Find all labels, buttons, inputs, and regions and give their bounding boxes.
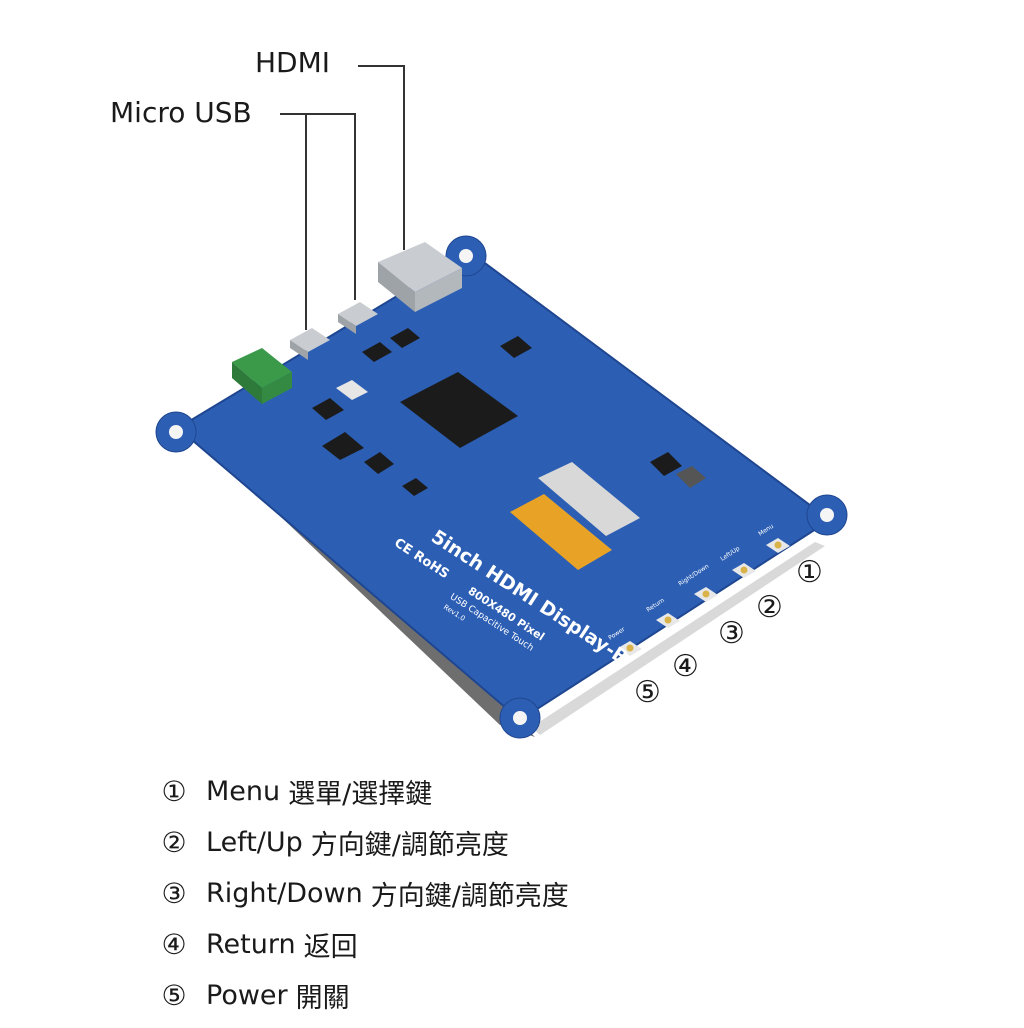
usb-leader-line-1 — [280, 113, 356, 300]
hole-left — [169, 425, 183, 439]
legend-number: ③ — [161, 877, 187, 910]
legend-number: ④ — [161, 928, 187, 961]
legend-description: 方向鍵/調節亮度 — [310, 830, 509, 861]
earphone-terminal — [232, 348, 292, 404]
marker-3: ③ — [718, 616, 745, 651]
button-menu — [766, 538, 790, 553]
button-right-down — [694, 587, 718, 602]
micro-usb-label: Micro USB — [110, 96, 252, 129]
hole-bottom — [513, 711, 527, 725]
legend-number: ① — [161, 775, 187, 808]
legend-item-menu: ① Menu 選單/選擇鍵 — [158, 766, 569, 817]
legend-item-return: ④ Return 返回 — [158, 919, 569, 970]
hdmi-leader-line — [358, 65, 405, 250]
legend-item-left-up: ② Left/Up 方向鍵/調節亮度 — [158, 817, 569, 868]
legend-description: 選單/選擇鍵 — [288, 779, 433, 810]
button-return — [656, 613, 680, 628]
legend-description: 方向鍵/調節亮度 — [370, 881, 569, 912]
legend-description: 開關 — [295, 983, 350, 1014]
callout-lines — [280, 65, 405, 330]
micro-usb-connector-1 — [290, 328, 330, 360]
legend-number: ⑤ — [161, 979, 187, 1012]
legend-label: Menu — [206, 776, 281, 807]
legend-description: 返回 — [303, 932, 358, 963]
buttons — [618, 538, 790, 656]
legend-item-right-down: ③ Right/Down 方向鍵/調節亮度 — [158, 868, 569, 919]
legend-label: Return — [206, 929, 296, 960]
hole-right — [820, 508, 834, 522]
legend-number: ② — [161, 826, 187, 859]
hole-top — [459, 249, 473, 263]
marker-5: ⑤ — [634, 675, 661, 710]
micro-usb-connector-2 — [338, 302, 378, 334]
button-left-up — [732, 563, 756, 578]
button-legend: ① Menu 選單/選擇鍵 ② Left/Up 方向鍵/調節亮度 ③ Right… — [158, 766, 569, 1021]
legend-label: Right/Down — [206, 878, 363, 909]
small-components — [312, 328, 706, 496]
main-chip — [400, 372, 518, 448]
ribbon-connector — [510, 462, 640, 570]
button-power — [618, 641, 642, 656]
marker-1: ① — [796, 555, 823, 590]
marker-2: ② — [756, 590, 783, 625]
hdmi-connector — [378, 242, 462, 312]
hdmi-label: HDMI — [255, 46, 331, 79]
legend-label: Left/Up — [206, 827, 303, 858]
legend-item-power: ⑤ Power 開關 — [158, 970, 569, 1021]
marker-4: ④ — [672, 649, 699, 684]
legend-label: Power — [206, 980, 288, 1011]
